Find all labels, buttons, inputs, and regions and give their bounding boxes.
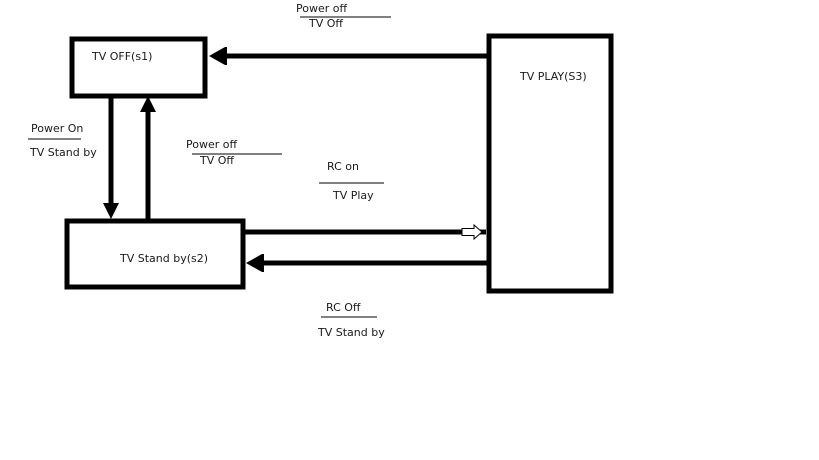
transition-action-label: TV Stand by — [29, 146, 97, 159]
transition-event-label: Power On — [31, 122, 83, 135]
arrowhead-left-icon — [209, 47, 227, 65]
transition-event-label: RC Off — [326, 301, 361, 314]
transition-s2-to-s1 — [140, 96, 156, 219]
state-box-s1 — [69, 36, 208, 99]
transition-s3-to-s1 — [203, 47, 487, 65]
transition-s2-to-s3 — [245, 223, 486, 241]
state-box-s3 — [486, 33, 614, 294]
arrowhead-left-icon — [246, 254, 264, 272]
state-label-s1: TV OFF(s1) — [91, 50, 152, 63]
transition-action-label: TV Stand by — [317, 326, 385, 339]
arrowhead-up-icon — [140, 96, 156, 112]
transition-event-label: Power off — [186, 138, 237, 151]
transition-event-label: RC on — [327, 160, 359, 173]
transition-event-label: Power off — [296, 2, 347, 15]
arrowhead-right-hollow-icon — [461, 223, 483, 241]
state-box-s2 — [64, 218, 246, 290]
transition-action-label: TV Off — [308, 17, 343, 30]
state-label-s2: TV Stand by(s2) — [119, 252, 208, 265]
transition-action-label: TV Play — [332, 189, 374, 202]
transition-s3-to-s2 — [246, 254, 487, 272]
arrow-tail-dot — [203, 54, 207, 58]
transition-action-label: TV Off — [199, 154, 234, 167]
arrowhead-down-icon — [103, 203, 119, 219]
transition-s1-to-s2 — [103, 97, 119, 219]
state-label-s3: TV PLAY(S3) — [519, 70, 587, 83]
